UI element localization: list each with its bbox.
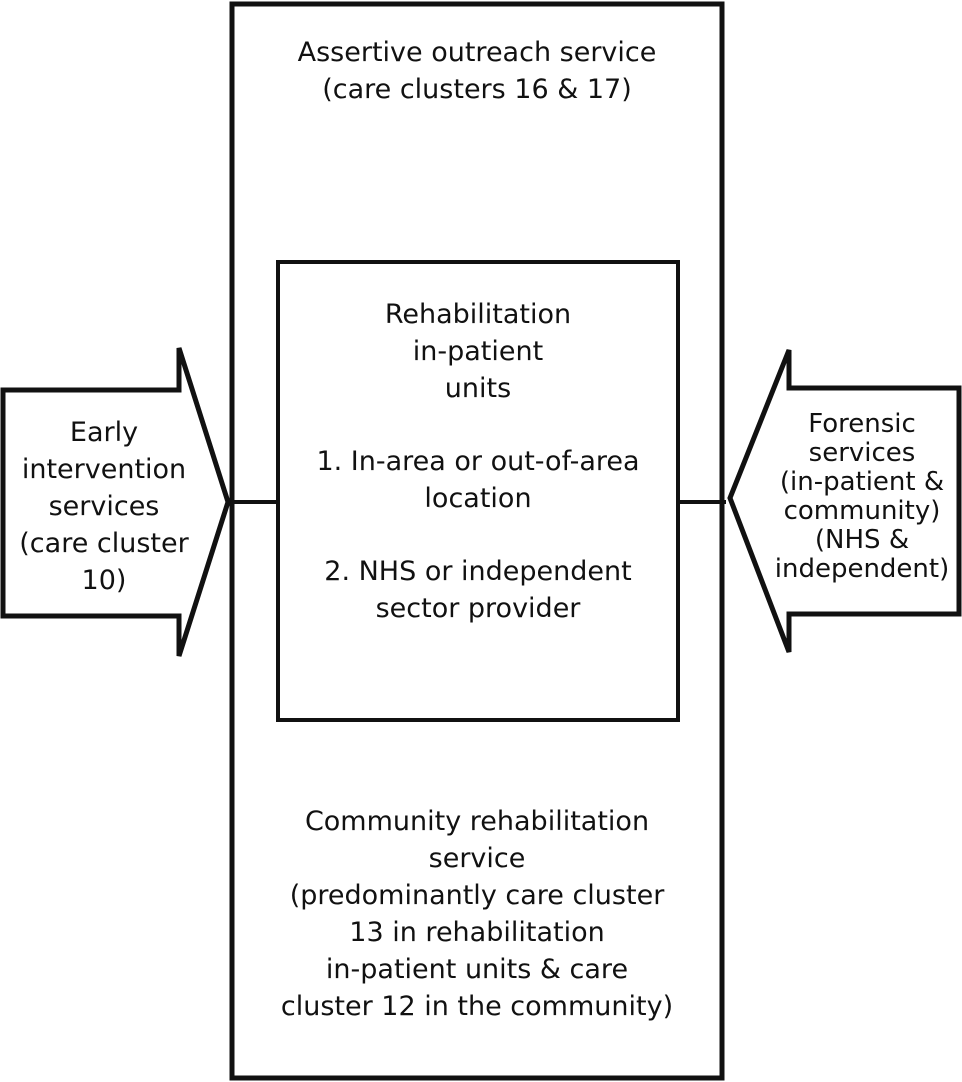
rehab-inpatient-label: Rehabilitation in-patient units 1. In-ar… — [278, 296, 678, 627]
inner-box — [276, 260, 680, 722]
text-line: community) — [783, 496, 941, 526]
assertive-outreach-label: Assertive outreach service (care cluster… — [232, 34, 722, 108]
text-line: in-patient — [412, 336, 544, 367]
text-line: sector provider — [375, 593, 581, 624]
text-line: Forensic — [808, 409, 916, 439]
forensic-services-label: Forensic services (in-patient & communit… — [762, 410, 962, 584]
text-line: (in-patient & — [779, 467, 945, 497]
outer-box — [229, 1, 725, 1081]
left-arrow-shape — [0, 347, 231, 657]
text-line: services — [48, 491, 160, 522]
community-rehab-label: Community rehabilitation service (predom… — [232, 803, 722, 1025]
text-line: units — [444, 373, 512, 404]
text-line: in-patient units & care — [325, 954, 629, 985]
text-line: services — [808, 438, 916, 468]
text-line: (NHS & — [814, 525, 910, 555]
text-line: independent) — [774, 554, 950, 584]
text-line: 13 in rehabilitation — [349, 917, 605, 948]
text-line: (care clusters 16 & 17) — [322, 74, 632, 105]
early-intervention-label: Early intervention services (care cluste… — [6, 414, 202, 599]
text-line: (care cluster — [19, 528, 189, 559]
text-line: intervention — [21, 454, 187, 485]
text-line: 10) — [81, 565, 127, 596]
text-line: cluster 12 in the community) — [280, 991, 674, 1022]
right-arrow-shape — [727, 349, 962, 653]
text-line: Assertive outreach service — [297, 37, 657, 68]
text-line: Rehabilitation — [384, 299, 572, 330]
text-line: (predominantly care cluster — [289, 880, 665, 911]
text-line: Community rehabilitation — [304, 806, 650, 837]
text-line: location — [424, 483, 532, 514]
text-line: 2. NHS or independent — [324, 556, 632, 587]
text-line: Early — [69, 417, 139, 448]
text-line: service — [428, 843, 526, 874]
text-line: 1. In-area or out-of-area — [316, 446, 640, 477]
